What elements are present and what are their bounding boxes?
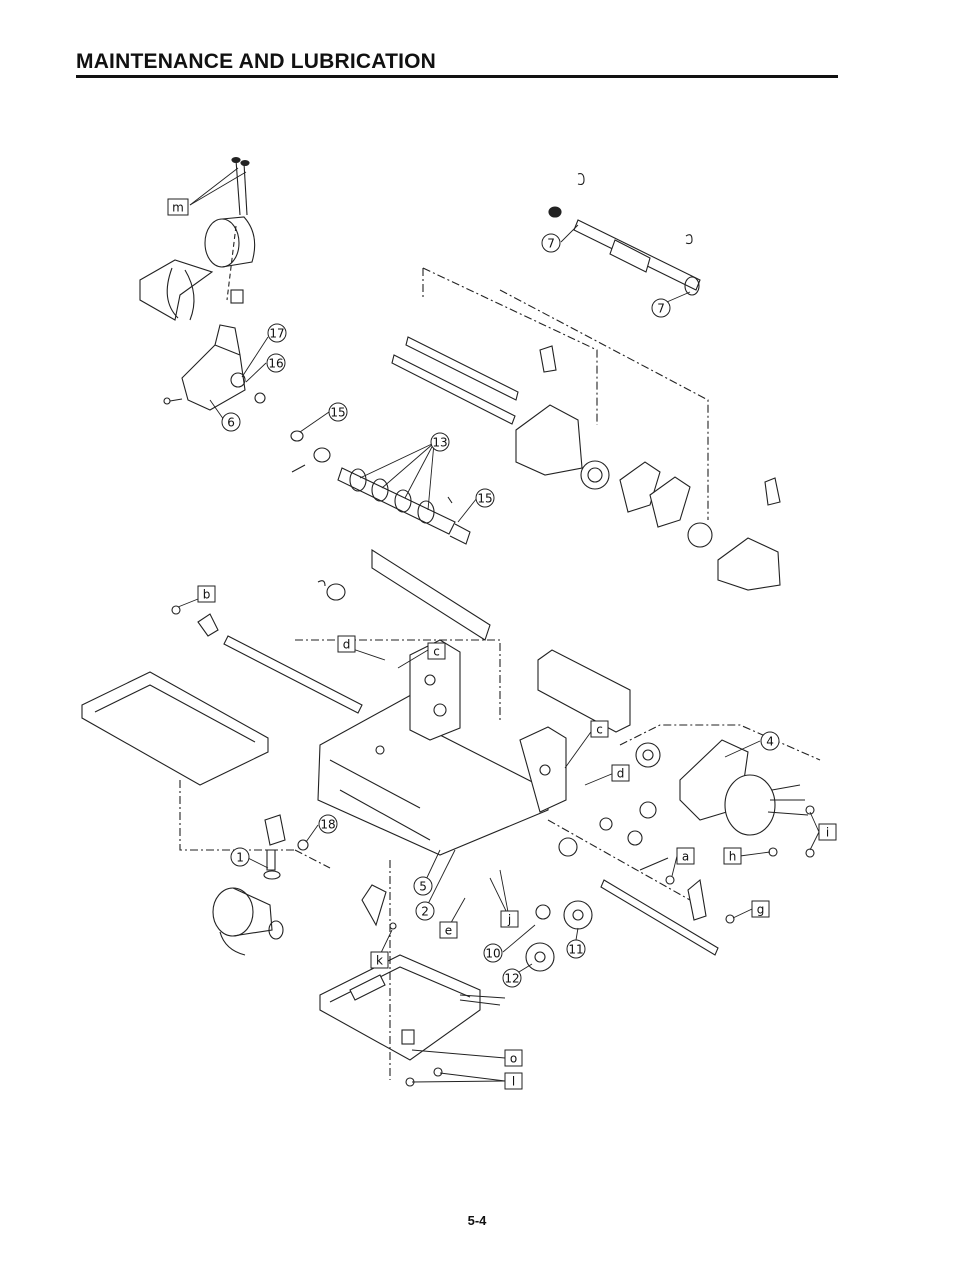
svg-text:16: 16: [268, 357, 283, 371]
lower-left-motor: [212, 814, 331, 956]
callout-7: 7: [541, 233, 561, 253]
callout-l: l: [504, 1072, 523, 1090]
svg-text:d: d: [617, 767, 625, 781]
boxed-callouts: m b d c c d a h i g j e k o l: [167, 198, 837, 1090]
callout-e: e: [439, 921, 458, 939]
callout-c: c: [427, 642, 446, 660]
callout-18: 18: [318, 814, 338, 834]
page-number: 5-4: [467, 1213, 487, 1228]
svg-text:l: l: [512, 1075, 515, 1089]
svg-text:15: 15: [330, 406, 345, 420]
callout-d: d: [337, 635, 356, 653]
callout-2: 2: [415, 901, 435, 921]
callout-17: 17: [267, 323, 287, 343]
svg-text:17: 17: [269, 327, 284, 341]
callout-c2: c: [590, 720, 609, 738]
callout-a: a: [676, 847, 695, 865]
callout-g: g: [751, 900, 770, 918]
callout-12: 12: [502, 968, 522, 988]
svg-text:1: 1: [236, 851, 244, 865]
circled-callouts: 17 16 6 15 13 15 7 7 4 18 1 5 2 10 11 12: [221, 233, 780, 988]
callout-16: 16: [266, 353, 286, 373]
svg-text:m: m: [172, 201, 184, 215]
upper-left-motor-assembly: [139, 156, 266, 411]
callout-o: o: [504, 1049, 523, 1067]
callout-b: b: [197, 585, 216, 603]
callout-5: 5: [413, 876, 433, 896]
svg-text:2: 2: [421, 905, 429, 919]
callout-4: 4: [760, 731, 780, 751]
callout-7b: 7: [651, 298, 671, 318]
callout-13: 13: [430, 432, 450, 452]
svg-text:7: 7: [657, 302, 665, 316]
drive-motor-and-gears: [525, 649, 821, 972]
paper-feed-shaft-assembly: [391, 173, 781, 591]
svg-text:7: 7: [547, 237, 555, 251]
callout-k: k: [370, 951, 389, 969]
svg-text:5: 5: [419, 880, 427, 894]
page-title: MAINTENANCE AND LUBRICATION: [76, 50, 437, 73]
callout-11: 11: [566, 939, 586, 959]
svg-text:j: j: [507, 913, 511, 927]
svg-text:a: a: [682, 850, 689, 864]
callout-10: 10: [483, 943, 503, 963]
callout-i: i: [818, 823, 837, 841]
svg-text:6: 6: [227, 416, 235, 430]
callout-15b: 15: [475, 488, 495, 508]
callout-d2: d: [611, 764, 630, 782]
svg-text:12: 12: [504, 972, 519, 986]
svg-text:4: 4: [766, 735, 774, 749]
callout-15: 15: [328, 402, 348, 422]
svg-text:k: k: [376, 954, 383, 968]
svg-text:e: e: [445, 924, 452, 938]
svg-text:c: c: [433, 645, 440, 659]
svg-text:h: h: [729, 850, 737, 864]
callout-1: 1: [230, 847, 250, 867]
svg-text:18: 18: [320, 818, 335, 832]
title-underline: [76, 75, 838, 78]
svg-text:d: d: [343, 638, 351, 652]
svg-text:g: g: [757, 903, 765, 917]
callout-6: 6: [221, 412, 241, 432]
callout-h: h: [723, 847, 742, 865]
main-chassis-frame: [179, 639, 567, 856]
platen-roller-assembly: [290, 430, 471, 545]
svg-text:15: 15: [477, 492, 492, 506]
svg-text:10: 10: [485, 947, 500, 961]
control-circuit-board: [319, 860, 506, 1087]
base-plate-and-shaft: [81, 548, 491, 786]
callout-j: j: [500, 910, 519, 928]
svg-text:13: 13: [432, 436, 447, 450]
svg-text:11: 11: [568, 943, 583, 957]
page-header: MAINTENANCE AND LUBRICATION: [76, 50, 838, 78]
svg-text:i: i: [826, 826, 829, 840]
svg-text:o: o: [510, 1052, 517, 1066]
callout-m: m: [167, 198, 189, 216]
svg-text:b: b: [203, 588, 211, 602]
svg-text:c: c: [596, 723, 603, 737]
leader-lines: [177, 167, 820, 1083]
